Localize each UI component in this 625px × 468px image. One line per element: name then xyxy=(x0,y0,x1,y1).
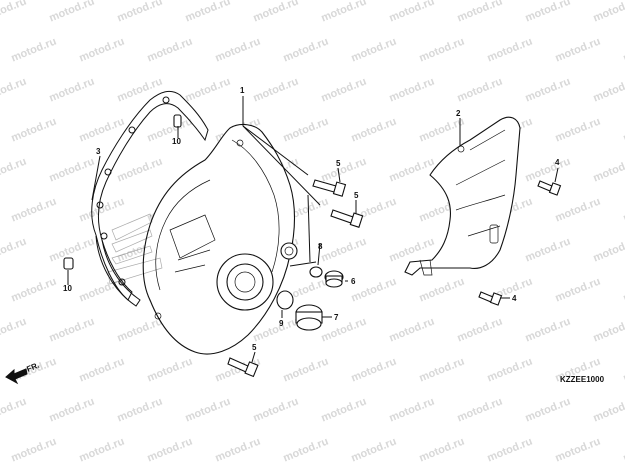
front-arrow-label: FR. xyxy=(25,361,40,374)
honda-wing-logo xyxy=(107,213,163,285)
callout-1: 1 xyxy=(240,86,245,95)
callout-7: 7 xyxy=(334,313,339,322)
plug-cap-7 xyxy=(295,304,323,331)
bolt-4-lower xyxy=(478,291,503,306)
left-crankcase-cover xyxy=(142,123,298,355)
plug-cap-6 xyxy=(324,270,344,288)
callout-4-upper: 4 xyxy=(555,158,560,167)
callout-5-upper: 5 xyxy=(336,159,341,168)
leader-lines xyxy=(67,96,559,363)
callout-2: 2 xyxy=(456,109,461,118)
callout-10-upper: 10 xyxy=(172,137,181,146)
bolt-5-middle xyxy=(330,209,364,228)
dowel-pin-upper xyxy=(173,114,182,128)
callout-3: 3 xyxy=(96,147,101,156)
bolt-4-upper xyxy=(537,180,562,196)
bolt-5-upper xyxy=(312,179,347,197)
dowel-pin-lower xyxy=(63,257,74,270)
callout-9: 9 xyxy=(279,319,284,328)
callouts: 1 2 3 4 4 5 5 5 6 7 8 9 10 10 xyxy=(63,86,560,352)
diagram-code: KZZEE1000 xyxy=(560,375,605,384)
callout-10-lower: 10 xyxy=(63,284,72,293)
o-ring-8 xyxy=(309,266,323,278)
callout-4-lower: 4 xyxy=(512,294,517,303)
o-ring-9 xyxy=(276,290,294,310)
bolt-5-lower xyxy=(227,357,259,378)
callout-6: 6 xyxy=(351,277,356,286)
callout-8: 8 xyxy=(318,242,323,251)
callout-5-lower: 5 xyxy=(252,343,257,352)
gasket xyxy=(91,90,209,307)
sprocket-cover xyxy=(404,116,521,276)
callout-5-middle: 5 xyxy=(354,191,359,200)
front-arrow: FR. xyxy=(5,361,41,385)
